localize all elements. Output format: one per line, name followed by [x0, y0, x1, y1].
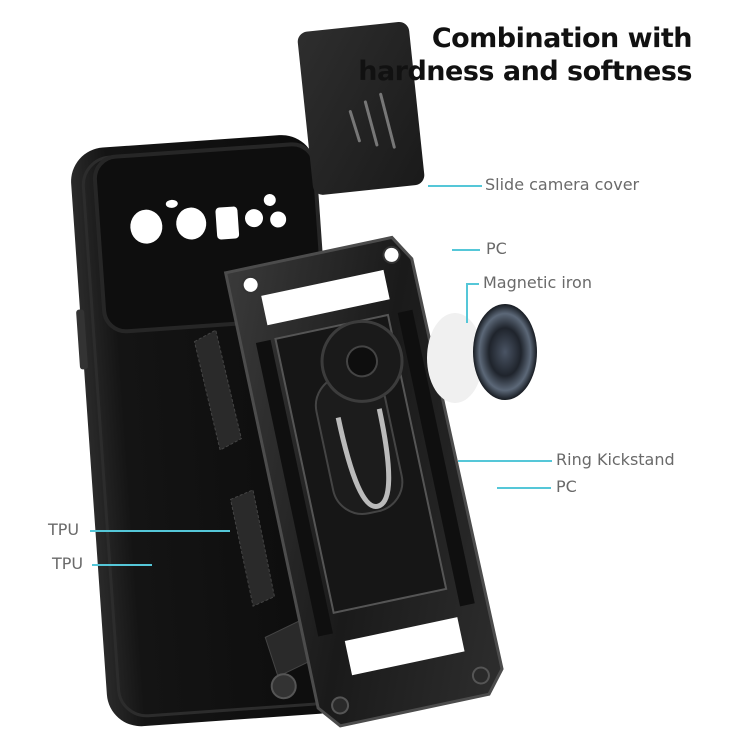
leader-pc-bottom [497, 487, 551, 489]
leader-tpu-lower [92, 564, 152, 566]
magnet-plate [427, 313, 483, 403]
headline-line-1: Combination with [431, 23, 693, 54]
leader-ring-kickstand [458, 460, 552, 462]
leader-magnetic-iron-v [466, 283, 468, 323]
leader-slide-camera-cover [428, 185, 482, 187]
magnetic-iron [473, 304, 537, 400]
label-slide-camera-cover: Slide camera cover [485, 175, 640, 194]
leader-pc-top [452, 249, 480, 251]
label-pc-bottom: PC [556, 477, 577, 496]
label-tpu-upper: TPU [48, 520, 80, 539]
label-tpu-lower: TPU [52, 554, 84, 573]
leader-tpu-upper [90, 530, 230, 532]
label-ring-kickstand: Ring Kickstand [556, 450, 675, 469]
label-magnetic-iron: Magnetic iron [483, 273, 592, 292]
headline: Combination with hardness and softness [358, 22, 692, 88]
headline-line-2: hardness and softness [358, 56, 692, 87]
label-pc-top: PC [486, 239, 507, 258]
slide-camera-cover [297, 22, 425, 195]
leader-magnetic-iron-h [467, 283, 479, 285]
